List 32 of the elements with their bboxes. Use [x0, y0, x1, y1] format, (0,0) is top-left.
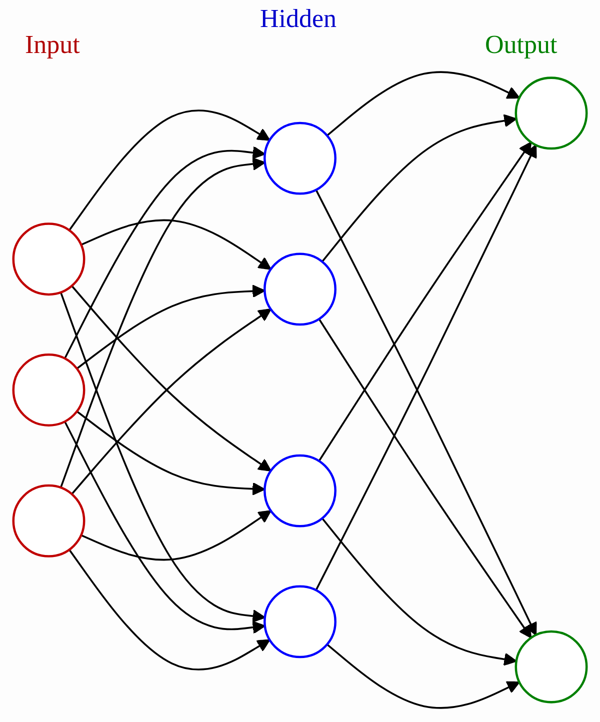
- layer-label: Hidden: [260, 4, 337, 34]
- node-circle: [12, 222, 86, 296]
- node-circle: [264, 454, 336, 528]
- node-circle: [12, 484, 86, 558]
- arrow: [71, 285, 272, 472]
- arrow: [68, 549, 270, 670]
- arrow: [315, 189, 537, 636]
- node-circle: [264, 585, 336, 658]
- node-circle: [514, 76, 588, 150]
- arrow: [80, 219, 272, 270]
- arrow: [64, 146, 266, 359]
- node-circle: [514, 630, 588, 704]
- arrow: [326, 644, 520, 709]
- layer-label: Output: [485, 30, 558, 60]
- arrow: [315, 144, 537, 591]
- arrow: [318, 318, 532, 638]
- node-circle: [264, 122, 336, 195]
- arrow: [76, 410, 266, 496]
- arrow: [68, 110, 270, 231]
- arrow: [322, 114, 517, 262]
- arrow: [322, 518, 517, 666]
- arrow: [64, 421, 266, 634]
- arrow: [60, 157, 266, 488]
- arrow: [71, 308, 272, 495]
- arrow: [326, 71, 520, 136]
- arrow: [318, 142, 532, 462]
- layer-label: Input: [25, 30, 80, 60]
- arrow: [80, 510, 272, 561]
- node-circle: [12, 354, 86, 426]
- arrow: [76, 284, 266, 370]
- arrow: [60, 292, 266, 623]
- node-circle: [264, 252, 336, 326]
